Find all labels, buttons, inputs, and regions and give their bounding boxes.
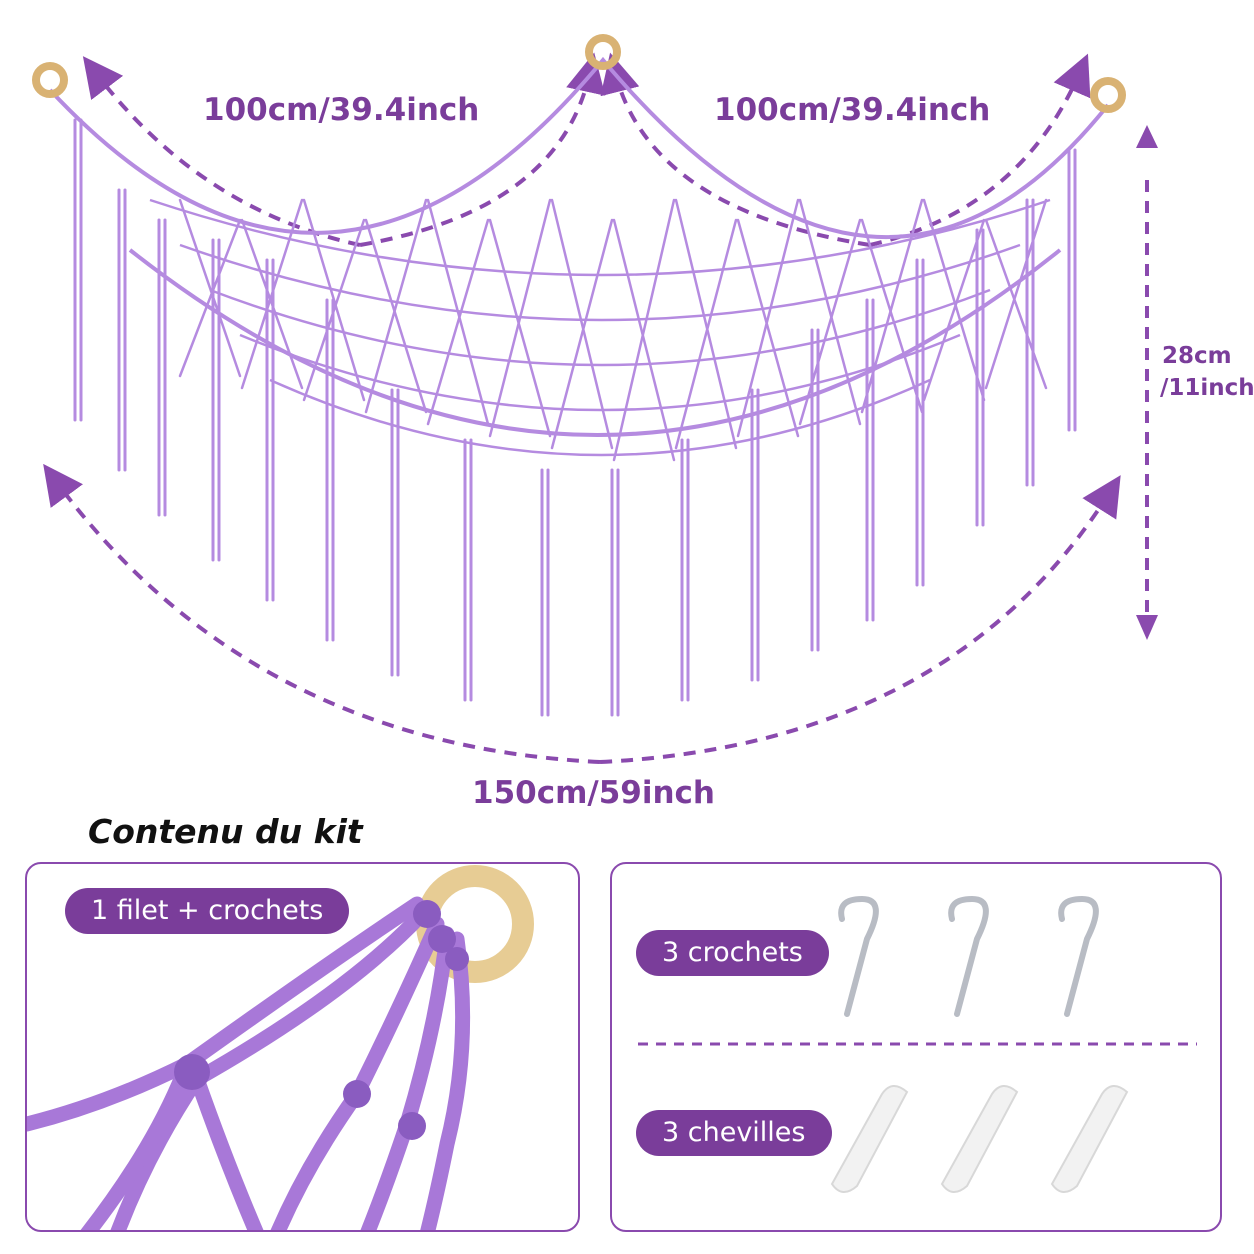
wall-anchor-icon <box>1050 1085 1129 1193</box>
wall-anchor-icon <box>830 1085 909 1193</box>
height-arrow-head-bottom <box>1136 615 1158 640</box>
net-closeup-image <box>27 865 534 1230</box>
purple-net <box>48 56 1110 717</box>
net-panel: 1 filet + crochets <box>25 862 580 1232</box>
right-span-label: 100cm/39.4inch <box>714 92 991 128</box>
height-arrow-head-top <box>1136 125 1158 148</box>
hooks-label-pill: 3 crochets <box>636 930 829 976</box>
width-arrow-right <box>599 475 1121 764</box>
left-span-arrow-top <box>359 52 606 247</box>
wall-anchor-icon <box>940 1085 1019 1193</box>
width-arrow-left <box>43 463 601 764</box>
ring-left-icon <box>32 62 68 98</box>
hook-icon <box>948 895 989 1017</box>
left-span-label: 100cm/39.4inch <box>203 92 480 128</box>
ring-right-icon <box>1090 77 1126 113</box>
height-label-inch: /11inch <box>1160 375 1254 401</box>
hook-icon <box>838 895 879 1017</box>
hardware-panel: 3 crochets 3 chevilles <box>610 862 1222 1232</box>
hardware-images <box>638 895 1197 1193</box>
net-label-pill: 1 filet + crochets <box>65 888 350 934</box>
anchors-label-pill: 3 chevilles <box>636 1110 832 1156</box>
kit-title: Contenu du kit <box>88 812 363 851</box>
width-label: 150cm/59inch <box>472 775 715 811</box>
height-label-cm: 28cm <box>1162 343 1232 369</box>
ring-center-icon <box>585 34 621 70</box>
hook-icon <box>1058 895 1099 1017</box>
